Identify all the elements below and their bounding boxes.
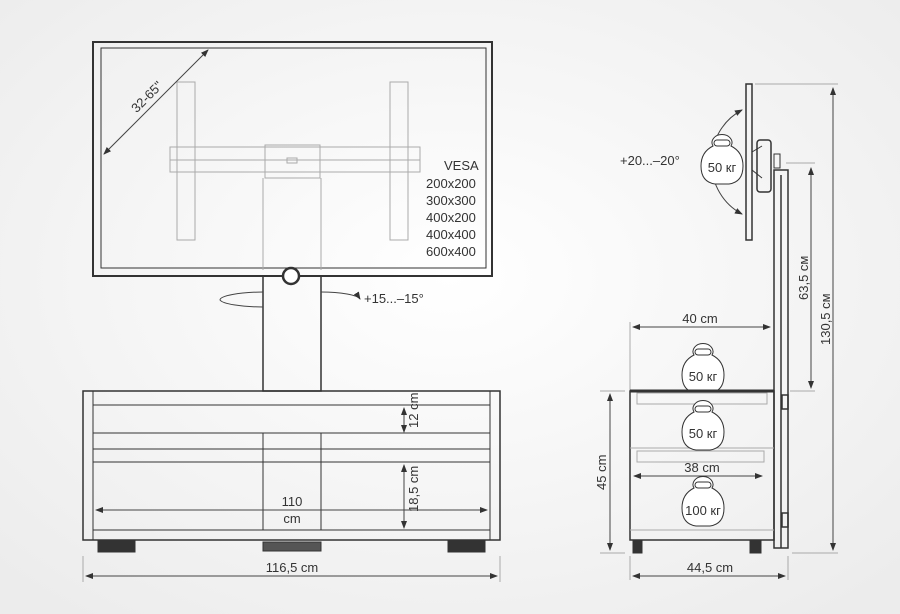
bottom-load: 100 кг [685, 503, 721, 518]
vesa-size: 400x400 [426, 227, 476, 242]
cabinet-side [629, 389, 775, 554]
swivel-label: +15...–15° [364, 291, 424, 306]
inner-width-value: 110 [282, 494, 303, 509]
vesa-size: 400x200 [426, 210, 476, 225]
shelf1-height: 12 cm [406, 393, 421, 428]
vesa-size: 300x300 [426, 193, 476, 208]
total-height: 130,5 см [818, 293, 833, 345]
cabinet-front [82, 390, 501, 553]
shelf2-height: 18,5 cm [406, 466, 421, 512]
cabinet-height: 45 cm [594, 455, 609, 490]
mount-load: 50 кг [708, 160, 737, 175]
vesa-bracket [169, 81, 421, 270]
total-depth: 44,5 cm [687, 560, 733, 575]
inner-width-unit: cm [283, 511, 300, 526]
vesa-size: 600x400 [426, 244, 476, 259]
total-width: 116,5 cm [266, 560, 319, 575]
pole-height: 63,5 см [796, 256, 811, 300]
top-depth: 40 cm [682, 311, 717, 326]
vesa-title: VESA [444, 158, 479, 173]
tilt-label: +20...–20° [620, 153, 680, 168]
middle-load: 50 кг [689, 426, 718, 441]
vesa-size: 200x200 [426, 176, 476, 191]
inner-depth: 38 cm [684, 460, 719, 475]
side-view: +20...–20° 50 кг 40 cm 50 кг 50 кг 38 cm… [594, 83, 838, 580]
pole [773, 169, 789, 549]
top-load: 50 кг [689, 369, 718, 384]
tv-side [745, 83, 753, 241]
